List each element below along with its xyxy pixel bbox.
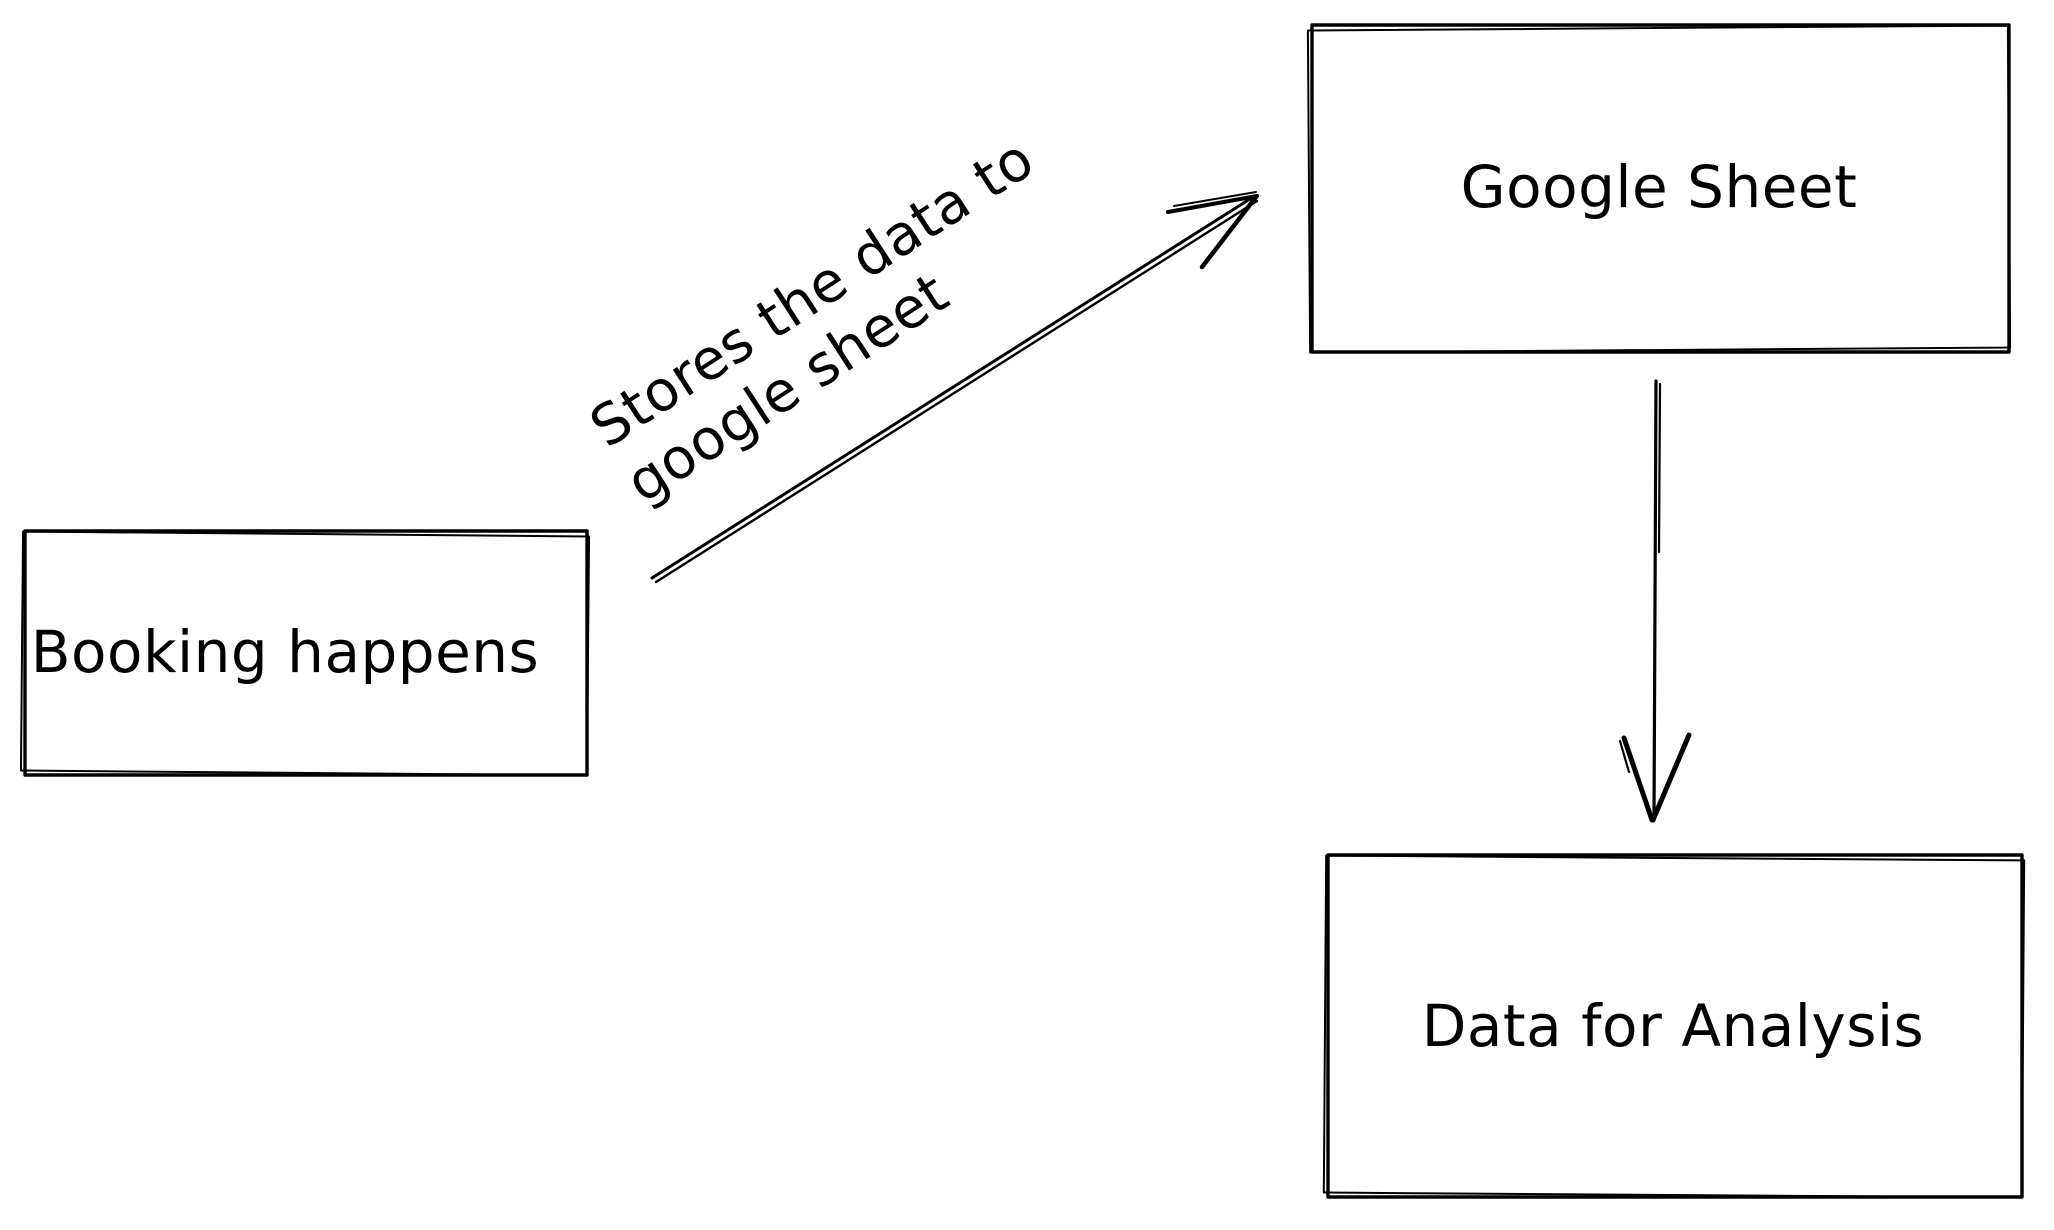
edge-vertical-shaft-sketch-overstroke <box>1657 382 1662 554</box>
node-data-analysis-box-sketch-overstroke <box>1322 854 2026 1199</box>
node-booking-label: Booking happens <box>31 618 540 686</box>
edge-vertical-arrowhead-left-barb-overstroke <box>1618 739 1631 774</box>
edge-diagonal-arrowhead-upper-barb-overstroke <box>1173 191 1257 207</box>
node-google-sheet-label: Google Sheet <box>1461 153 1858 221</box>
edge-diagonal-arrowhead-lower-barb <box>1199 194 1259 270</box>
node-data-analysis-label: Data for Analysis <box>1422 992 1925 1060</box>
node-data-analysis-box <box>1326 853 2024 1199</box>
edge-diagonal-shaft <box>650 195 1255 580</box>
edge-booking-to-google-sheet: Stores the data to google sheet <box>579 126 1259 584</box>
edge-google-sheet-to-data-analysis <box>1618 379 1692 823</box>
node-data-analysis: Data for Analysis <box>1322 853 2026 1199</box>
node-booking: Booking happens <box>19 529 591 777</box>
edge-vertical-shaft <box>1652 379 1658 820</box>
edge-diagonal-shaft-sketch-overstroke <box>654 199 1259 584</box>
node-google-sheet-box-sketch-overstroke <box>1306 24 2012 354</box>
node-booking-box-sketch-overstroke <box>19 530 591 777</box>
node-booking-box <box>23 529 589 777</box>
edge-vertical-arrowhead-left-barb <box>1621 735 1655 823</box>
edge-vertical-arrowhead-right-barb <box>1650 732 1692 823</box>
edge-diagonal-label: Stores the data to google sheet <box>579 126 1045 516</box>
edge-diagonal-arrowhead-upper-barb <box>1166 194 1259 214</box>
node-google-sheet: Google Sheet <box>1306 23 2012 354</box>
